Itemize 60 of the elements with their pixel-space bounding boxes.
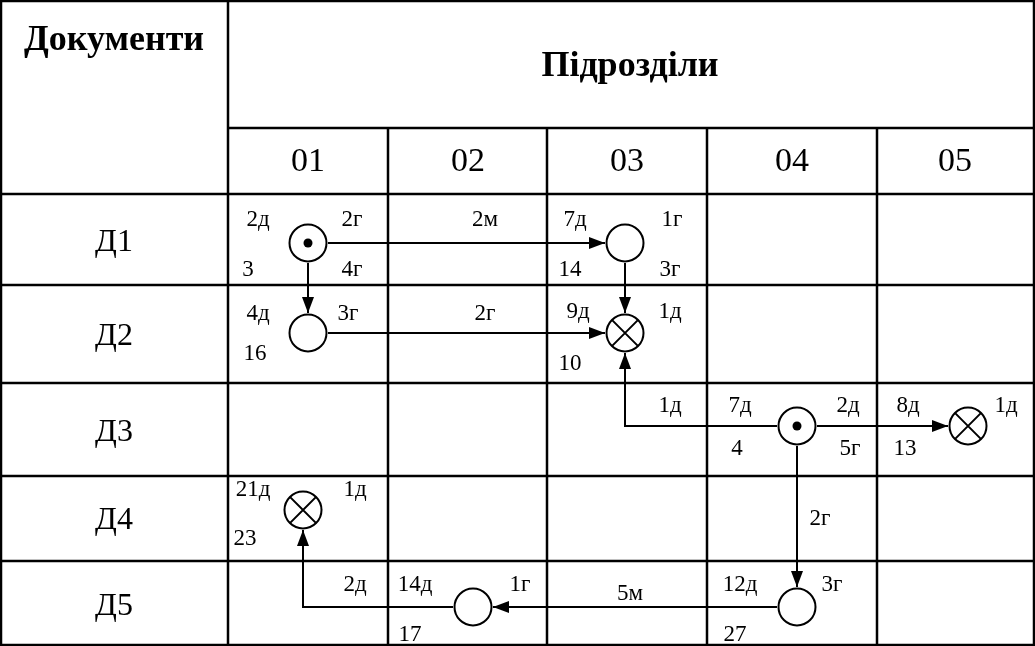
node-annotation: 14д [397,571,433,595]
circle-symbol [453,587,493,627]
node-annotation: 12д [722,571,758,595]
row-header: Д4 [95,502,133,534]
column-header: 03 [610,143,644,177]
column-header: 05 [938,143,972,177]
node-annotation: 13 [893,435,917,459]
dotted-circle-symbol [777,406,817,446]
node-annotation: 21д [235,476,271,500]
node-annotation: 16 [243,340,267,364]
node-annotation: 4 [731,435,743,459]
table-title: Документи [23,20,205,56]
arrow [492,601,778,613]
column-header: 04 [775,143,809,177]
node-annotation: 1г [509,571,531,595]
node-annotation: 3г [337,300,359,324]
node-annotation: 7д [728,392,752,416]
node-annotation: 17 [398,621,422,645]
column-header: 02 [451,143,485,177]
arrow [619,262,631,314]
row-header: Д5 [95,588,133,620]
arrow [619,352,778,427]
node-annotation: 1д [658,298,682,322]
circle-symbol [288,313,328,353]
node-annotation: 9д [566,298,590,322]
arrow [302,262,314,314]
crossed-circle-symbol [948,406,988,446]
node-annotation: 3г [659,256,681,280]
arrow [791,445,803,588]
node-annotation: 14 [558,256,582,280]
node-annotation: 8д [896,392,920,416]
arrow [327,237,606,249]
crossed-circle-symbol [605,313,645,353]
node-annotation: 2г [341,206,363,230]
node-annotation: 2д [246,206,270,230]
node-annotation: 1д [343,476,367,500]
arrow [327,327,606,339]
column-group-header: Підрозділи [541,46,719,82]
row-header: Д3 [95,414,133,446]
column-header: 01 [291,143,325,177]
crossed-circle-symbol [283,490,323,530]
node-annotation: 3г [821,571,843,595]
node-annotation: 1д [994,392,1018,416]
node-annotation: 1г [661,206,683,230]
arrow [816,420,949,432]
node-annotation: 10 [558,350,582,374]
node-annotation: 7д [563,206,587,230]
dotted-circle-symbol [288,223,328,263]
arrow [297,529,454,608]
node-annotation: 5г [839,435,861,459]
circle-symbol [777,587,817,627]
node-annotation: 2д [836,392,860,416]
node-annotation: 4г [341,256,363,280]
circle-symbol [605,223,645,263]
row-header: Д1 [95,224,133,256]
node-annotation: 23 [233,525,257,549]
node-annotation: 3 [242,256,254,280]
node-annotation: 27 [723,621,747,645]
node-annotation: 4д [246,300,270,324]
row-header: Д2 [95,318,133,350]
